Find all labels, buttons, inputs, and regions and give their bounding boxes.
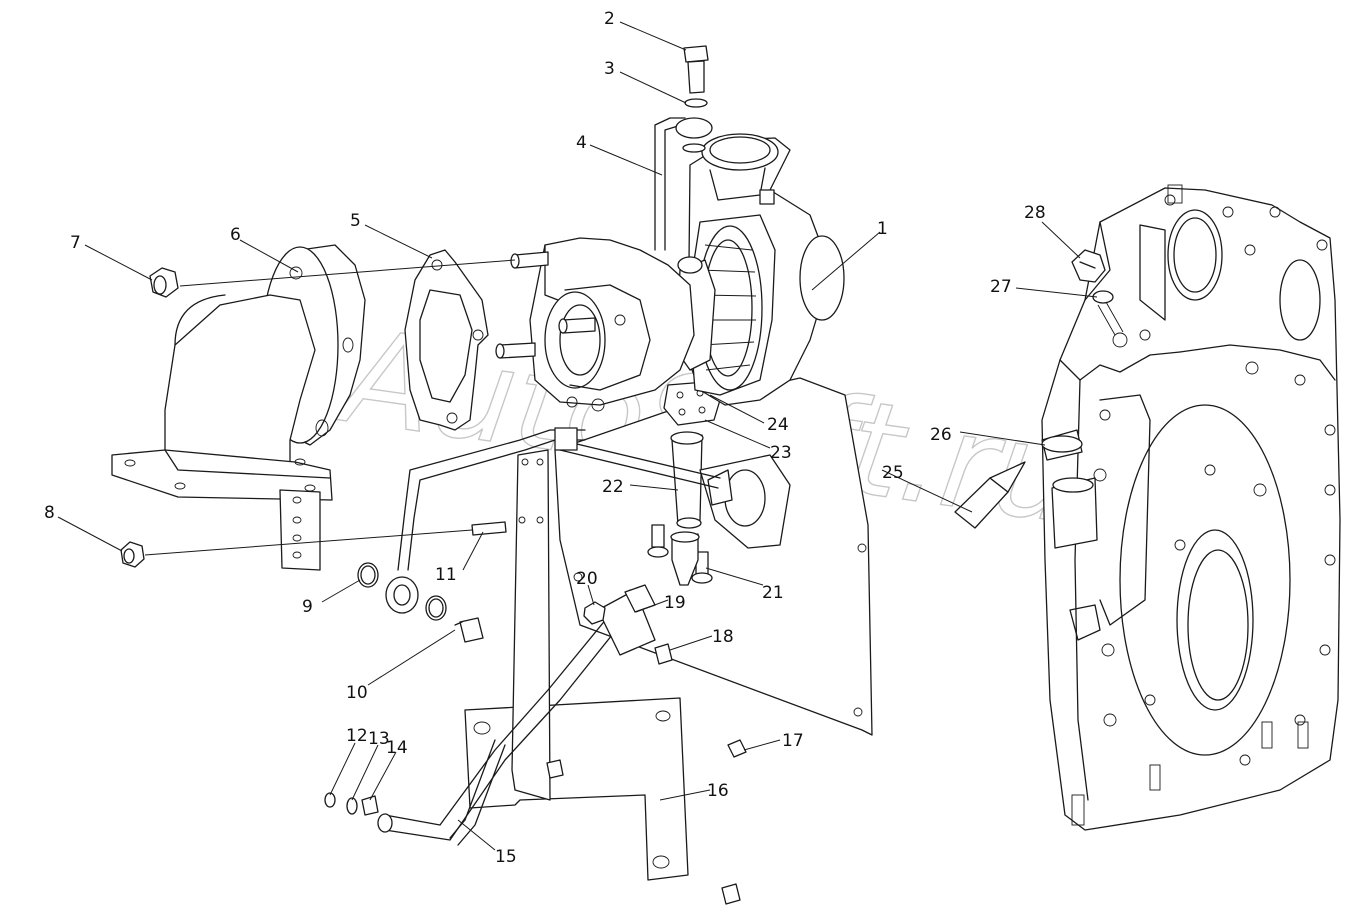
callout-18: 18 [712, 627, 734, 647]
part-4-oil-feed-pipe [654, 117, 691, 251]
callout-25: 25 [882, 463, 904, 483]
assembly-axis-lines [144, 259, 516, 556]
callout-16: 16 [707, 781, 729, 801]
callout-leaders [57, 21, 1098, 851]
elbow-bracket-plate [279, 489, 321, 571]
part-19-drain-pipe [377, 584, 656, 841]
callout-3: 3 [604, 59, 615, 79]
part-3-washer [684, 98, 708, 108]
part-12-oring [324, 792, 336, 808]
callout-15: 15 [495, 847, 517, 867]
callout-9: 9 [302, 597, 313, 617]
callout-6: 6 [230, 225, 241, 245]
part-24-flange [699, 454, 791, 549]
part-7-nut [149, 267, 179, 298]
callout-11: 11 [435, 565, 457, 585]
part-21-bolts [647, 524, 713, 586]
part-11-stud [471, 521, 507, 536]
callout-8: 8 [44, 503, 55, 523]
callout-21: 21 [762, 583, 784, 603]
banjo-fitting-lower [385, 576, 447, 621]
part-2-banjo-bolt [683, 45, 709, 94]
part-6-exhaust-elbow [111, 244, 366, 501]
part-20-nut [583, 601, 606, 625]
callout-12: 12 [346, 726, 368, 746]
bracket-bolt-upper [546, 759, 564, 779]
callout-2: 2 [604, 9, 615, 29]
callout-27: 27 [990, 277, 1012, 297]
callout-14: 14 [386, 738, 408, 758]
callout-23: 23 [770, 443, 792, 463]
part-9-sealing-ring [357, 562, 379, 588]
callout-1: 1 [877, 219, 888, 239]
part-26-plug [1041, 429, 1098, 549]
part-15-oil-pipe [449, 739, 506, 846]
callout-24: 24 [767, 415, 789, 435]
part-10-banjo-bolt [454, 617, 484, 643]
part-1-turbocharger [495, 133, 845, 412]
callout-13: 13 [368, 729, 390, 749]
part-5-gasket [404, 249, 489, 431]
part-17-bolt [727, 739, 747, 758]
oil-return-tube [397, 427, 721, 571]
vertical-support-strip [511, 449, 551, 801]
callout-labels: 1 2 3 4 5 6 7 8 9 10 11 12 13 14 15 16 1… [44, 9, 1046, 867]
part-25-sealant-tube [954, 461, 1026, 529]
callout-10: 10 [346, 683, 368, 703]
bracket-bolt-lower [721, 883, 741, 905]
callout-26: 26 [930, 425, 952, 445]
callout-5: 5 [350, 211, 361, 231]
callout-4: 4 [576, 133, 587, 153]
callout-22: 22 [602, 477, 624, 497]
callout-17: 17 [782, 731, 804, 751]
part-22-drain-elbow [670, 431, 704, 529]
callout-7: 7 [70, 233, 81, 253]
part-28-cap-nut [1071, 249, 1106, 283]
part-8-nut [120, 541, 145, 568]
callout-20: 20 [576, 569, 598, 589]
banjo-fitting [675, 117, 713, 153]
part-18-bolt [654, 643, 673, 665]
part-14-fitting [361, 795, 379, 816]
part-13-oring [346, 797, 358, 815]
part-27-washer [1092, 290, 1124, 336]
callout-19: 19 [664, 593, 686, 613]
callout-28: 28 [1024, 203, 1046, 223]
